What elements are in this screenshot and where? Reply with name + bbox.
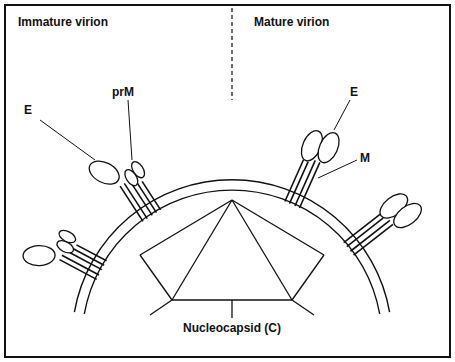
panel-heading: Immature virion [18, 16, 108, 29]
protein-label: E [350, 86, 358, 99]
protein-label: E [24, 104, 32, 117]
protein-label: prM [112, 86, 134, 99]
panel-heading: Mature virion [254, 16, 329, 29]
protein-label: M [360, 152, 370, 165]
structure-label: Nucleocapsid (C) [183, 322, 281, 335]
